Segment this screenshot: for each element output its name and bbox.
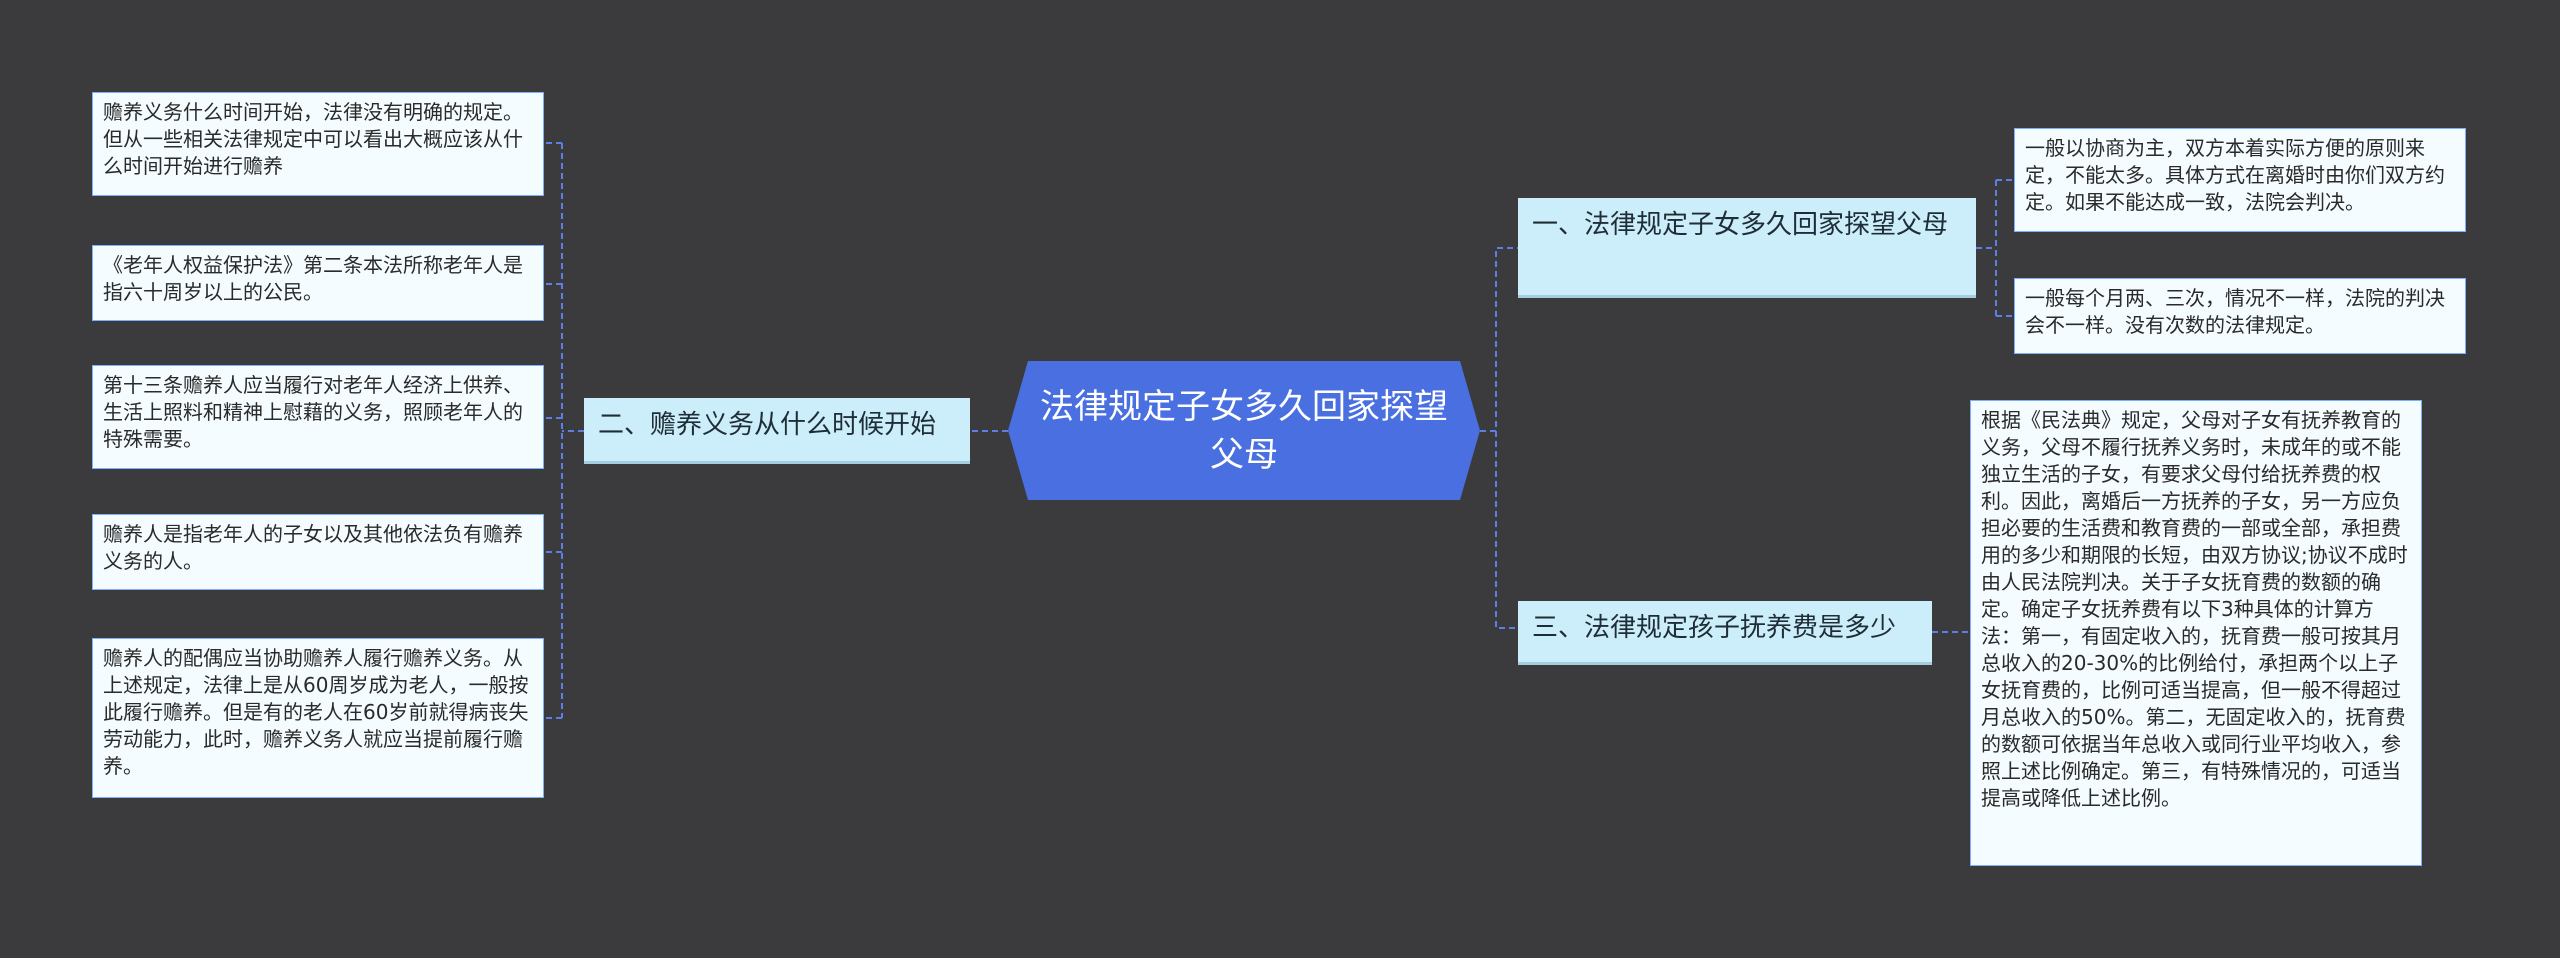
leaf-visiting-negotiation[interactable]: 一般以协商为主，双方本着实际方便的原则来定，不能太多。具体方式在离婚时由你们双方… <box>2014 128 2466 232</box>
leaf-text: 一般每个月两、三次，情况不一样，法院的判决会不一样。没有次数的法律规定。 <box>2025 286 2445 337</box>
leaf-text: 根据《民法典》规定，父母对子女有抚养教育的义务，父母不履行抚养义务时，未成年的或… <box>1981 408 2408 810</box>
connector-central-right <box>1480 247 1518 629</box>
leaf-elderly-definition[interactable]: 《老年人权益保护法》第二条本法所称老年人是指六十周岁以上的公民。 <box>92 245 544 321</box>
leaf-text: 赡养人的配偶应当协助赡养人履行赡养义务。从上述规定，法律上是从60周岁成为老人，… <box>103 646 529 778</box>
connector-left-leaves <box>544 142 584 719</box>
leaf-text: 赡养人是指老年人的子女以及其他依法负有赡养义务的人。 <box>103 522 523 573</box>
branch-support-obligation-start[interactable]: 二、赡养义务从什么时候开始 <box>584 398 970 464</box>
leaf-child-support-rules[interactable]: 根据《民法典》规定，父母对子女有抚养教育的义务，父母不履行抚养义务时，未成年的或… <box>1970 400 2422 866</box>
branch-visiting-parents[interactable]: 一、法律规定子女多久回家探望父母 <box>1518 198 1976 298</box>
leaf-visiting-frequency[interactable]: 一般每个月两、三次，情况不一样，法院的判决会不一样。没有次数的法律规定。 <box>2014 278 2466 354</box>
leaf-text: 一般以协商为主，双方本着实际方便的原则来定，不能太多。具体方式在离婚时由你们双方… <box>2025 136 2445 214</box>
central-topic[interactable]: 法律规定子女多久回家探望父母 <box>1008 361 1480 500</box>
leaf-support-start[interactable]: 赡养义务什么时间开始，法律没有明确的规定。但从一些相关法律规定中可以看出大概应该… <box>92 92 544 196</box>
branch-title: 一、法律规定子女多久回家探望父母 <box>1532 210 1949 240</box>
branch-title: 二、赡养义务从什么时候开始 <box>598 410 937 440</box>
connector-right-top-leaves <box>1976 179 2014 317</box>
central-topic-title: 法律规定子女多久回家探望父母 <box>1040 386 1448 475</box>
leaf-supporter-definition[interactable]: 赡养人是指老年人的子女以及其他依法负有赡养义务的人。 <box>92 514 544 590</box>
leaf-text: 《老年人权益保护法》第二条本法所称老年人是指六十周岁以上的公民。 <box>103 253 523 304</box>
branch-title: 三、法律规定孩子抚养费是多少 <box>1532 613 1897 643</box>
branch-child-support-amount[interactable]: 三、法律规定孩子抚养费是多少 <box>1518 601 1932 665</box>
leaf-spouse-assistance[interactable]: 赡养人的配偶应当协助赡养人履行赡养义务。从上述规定，法律上是从60周岁成为老人，… <box>92 638 544 798</box>
leaf-text: 赡养义务什么时间开始，法律没有明确的规定。但从一些相关法律规定中可以看出大概应该… <box>103 100 523 178</box>
leaf-text: 第十三条赡养人应当履行对老年人经济上供养、生活上照料和精神上慰藉的义务，照顾老年… <box>103 373 523 451</box>
leaf-article-13[interactable]: 第十三条赡养人应当履行对老年人经济上供养、生活上照料和精神上慰藉的义务，照顾老年… <box>92 365 544 469</box>
